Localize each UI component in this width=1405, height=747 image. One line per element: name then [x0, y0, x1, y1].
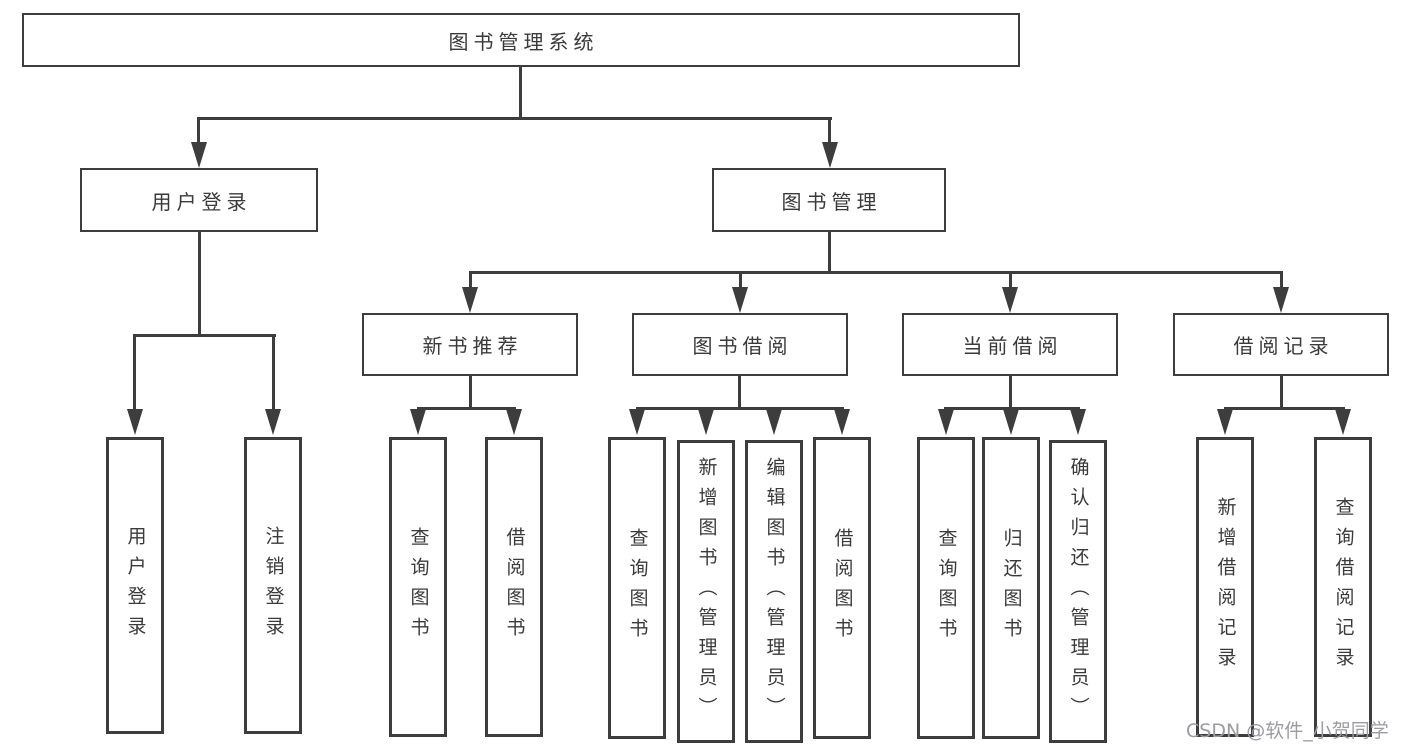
- arrow-down-icon: [732, 287, 748, 313]
- leaf-label: 借阅图书: [503, 527, 526, 647]
- connector-leaf-branch: [944, 407, 1080, 410]
- arrow-down-icon: [1217, 409, 1233, 435]
- arrow-down-icon: [410, 409, 426, 435]
- arrow-down-icon: [1002, 287, 1018, 313]
- connector-borrow-stem: [738, 376, 741, 410]
- node-label: 用户登录: [151, 189, 252, 214]
- arrow-down-icon: [506, 409, 522, 435]
- connector-root-stem: [519, 67, 522, 119]
- connector-l3-drop: [1280, 271, 1283, 289]
- node-current-borrowing: 当前借阅: [902, 313, 1118, 376]
- leaf-query-books-recommend: 查询图书: [389, 437, 447, 737]
- connector-l2-drop: [197, 117, 200, 144]
- leaf-borrow-books-borrowing: 借阅图书: [813, 437, 871, 739]
- node-label: 借阅记录: [1233, 334, 1334, 358]
- leaf-return-books: 归还图书: [982, 437, 1040, 739]
- leaf-confirm-return-admin: 确认归还（管理员）: [1049, 440, 1107, 743]
- connector-l3-branch: [469, 271, 1283, 274]
- connector-leaf-drop: [133, 334, 136, 410]
- connector-userlogin-stem: [198, 232, 201, 336]
- node-label: 图书管理: [781, 189, 882, 214]
- connector-userlogin-branch: [133, 334, 276, 337]
- leaf-label: 查询图书: [626, 528, 649, 648]
- arrow-down-icon: [1070, 409, 1086, 435]
- connector-leaf-branch: [1224, 407, 1345, 410]
- connector-leaf-drop: [272, 334, 275, 410]
- node-library-management-system: 图书管理系统: [22, 13, 1020, 67]
- arrow-down-icon: [629, 409, 645, 435]
- connector-l3-drop: [469, 271, 472, 289]
- arrow-down-icon: [462, 287, 478, 313]
- leaf-label: 用户登录: [124, 525, 147, 646]
- leaf-query-borrow-record: 查询借阅记录: [1314, 437, 1372, 737]
- leaf-label: 编辑图书（管理员）: [763, 456, 786, 727]
- connector-newbook-stem: [469, 376, 472, 410]
- arrow-down-icon: [834, 409, 850, 435]
- leaf-label: 注销登录: [262, 525, 285, 646]
- arrow-down-icon: [1003, 409, 1019, 435]
- leaf-label: 查询借阅记录: [1332, 497, 1355, 677]
- node-book-management: 图书管理: [712, 168, 946, 232]
- arrow-down-icon: [766, 409, 782, 435]
- node-new-book-recommend: 新书推荐: [362, 313, 578, 376]
- arrow-down-icon: [1273, 287, 1289, 313]
- watermark: CSDN @软件_小贺同学: [1186, 720, 1389, 742]
- leaf-label: 确认归还（管理员）: [1067, 456, 1090, 727]
- leaf-edit-book-admin: 编辑图书（管理员）: [745, 440, 803, 743]
- node-user-login: 用户登录: [80, 168, 318, 232]
- connector-bookmgmt-stem: [828, 232, 831, 274]
- node-book-borrowing: 图书借阅: [632, 313, 848, 376]
- connector-current-stem: [1009, 376, 1012, 410]
- connector-records-stem: [1280, 376, 1283, 410]
- leaf-query-books-current: 查询图书: [917, 437, 975, 739]
- leaf-label: 新增图书（管理员）: [695, 456, 718, 727]
- leaf-query-books-borrowing: 查询图书: [608, 437, 666, 739]
- arrow-down-icon: [191, 142, 207, 168]
- arrow-down-icon: [822, 142, 838, 168]
- connector-leaf-branch: [636, 407, 844, 410]
- connector-l3-drop: [739, 271, 742, 289]
- node-label: 图书借阅: [692, 334, 793, 358]
- leaf-label: 归还图书: [1000, 528, 1023, 648]
- leaf-label: 新增借阅记录: [1214, 497, 1237, 677]
- connector-l2-drop: [828, 117, 831, 144]
- leaf-label: 查询图书: [407, 527, 430, 647]
- node-borrowing-records: 借阅记录: [1173, 313, 1389, 376]
- node-label: 当前借阅: [962, 334, 1063, 358]
- leaf-logout: 注销登录: [244, 437, 302, 734]
- arrow-down-icon: [698, 409, 714, 435]
- leaf-borrow-books-recommend: 借阅图书: [485, 437, 543, 737]
- arrow-down-icon: [938, 409, 954, 435]
- leaf-label: 查询图书: [935, 528, 958, 648]
- arrow-down-icon: [127, 409, 143, 435]
- connector-l2-branch: [197, 117, 832, 120]
- arrow-down-icon: [265, 409, 281, 435]
- node-label: 新书推荐: [422, 334, 523, 358]
- connector-leaf-branch: [417, 407, 516, 410]
- leaf-add-book-admin: 新增图书（管理员）: [677, 440, 735, 743]
- leaf-user-login: 用户登录: [106, 437, 164, 734]
- node-label: 图书管理系统: [448, 29, 599, 54]
- connector-l3-drop: [1009, 271, 1012, 289]
- arrow-down-icon: [1335, 409, 1351, 435]
- leaf-label: 借阅图书: [831, 528, 854, 648]
- leaf-add-borrow-record: 新增借阅记录: [1196, 437, 1254, 737]
